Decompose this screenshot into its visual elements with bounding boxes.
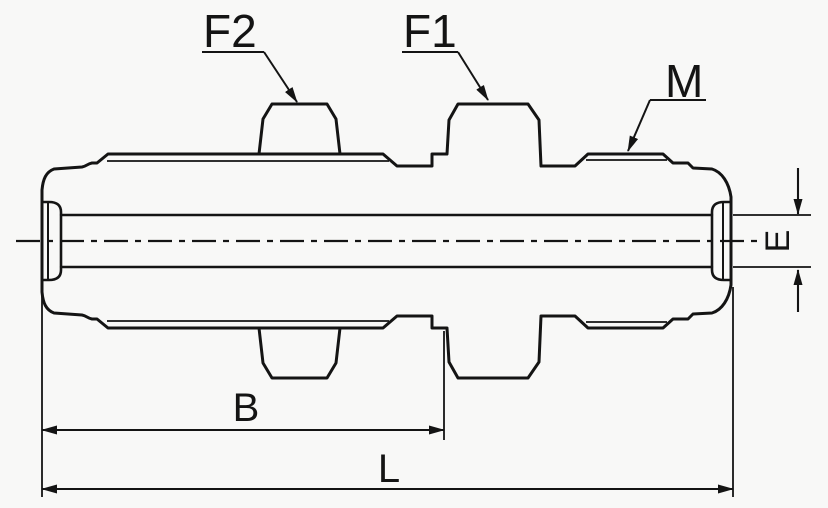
hex-f2-top xyxy=(257,102,342,156)
label-f2: F2 xyxy=(203,5,257,57)
f2-leader-arrow xyxy=(263,51,298,103)
label-m: M xyxy=(665,55,703,107)
fitting-body xyxy=(16,102,757,380)
f1-leader-arrow xyxy=(457,51,489,101)
label-l: L xyxy=(378,447,400,491)
hex-f2-bottom xyxy=(257,326,342,380)
leader-lines xyxy=(202,51,706,152)
body-outline xyxy=(40,102,733,380)
label-e: E xyxy=(759,230,797,253)
m-leader-arrow xyxy=(627,99,651,152)
label-f1: F1 xyxy=(403,5,457,57)
label-b: B xyxy=(233,386,260,430)
dimension-labels: F2 F1 M E B L xyxy=(203,5,797,491)
dimension-lines xyxy=(41,168,811,497)
